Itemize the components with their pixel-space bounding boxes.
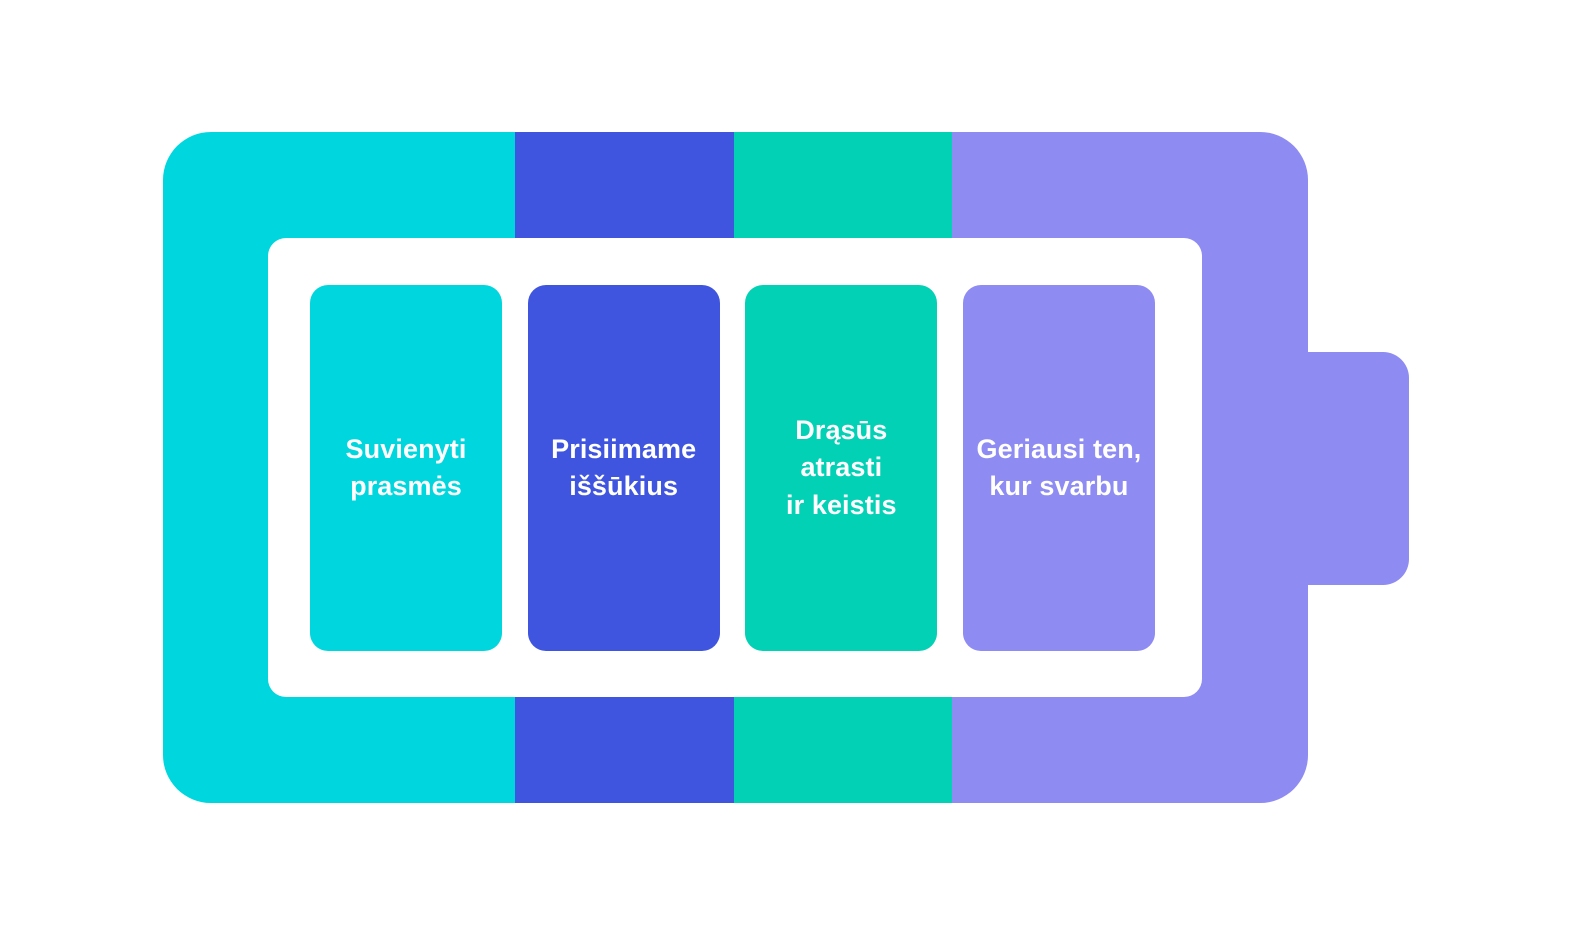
battery-cell-1: Suvienyti prasmės: [310, 285, 502, 651]
battery-cell-4-label: Geriausi ten, kur svarbu: [976, 433, 1142, 501]
battery-cell-2: Prisiimame iššūkius: [527, 285, 720, 651]
battery-cell-4: Geriausi ten, kur svarbu: [962, 285, 1155, 651]
battery-cell-1-label: Suvienyti prasmės: [345, 433, 467, 501]
battery-cells-row: Suvienyti prasmės Prisiimame iššūkius Dr…: [310, 285, 1155, 651]
battery-cell-3-label: Drąsūs atrasti ir keistis: [786, 415, 897, 520]
battery-cell-2-label: Prisiimame iššūkius: [551, 433, 697, 501]
battery-cell-3: Drąsūs atrasti ir keistis: [745, 285, 938, 651]
